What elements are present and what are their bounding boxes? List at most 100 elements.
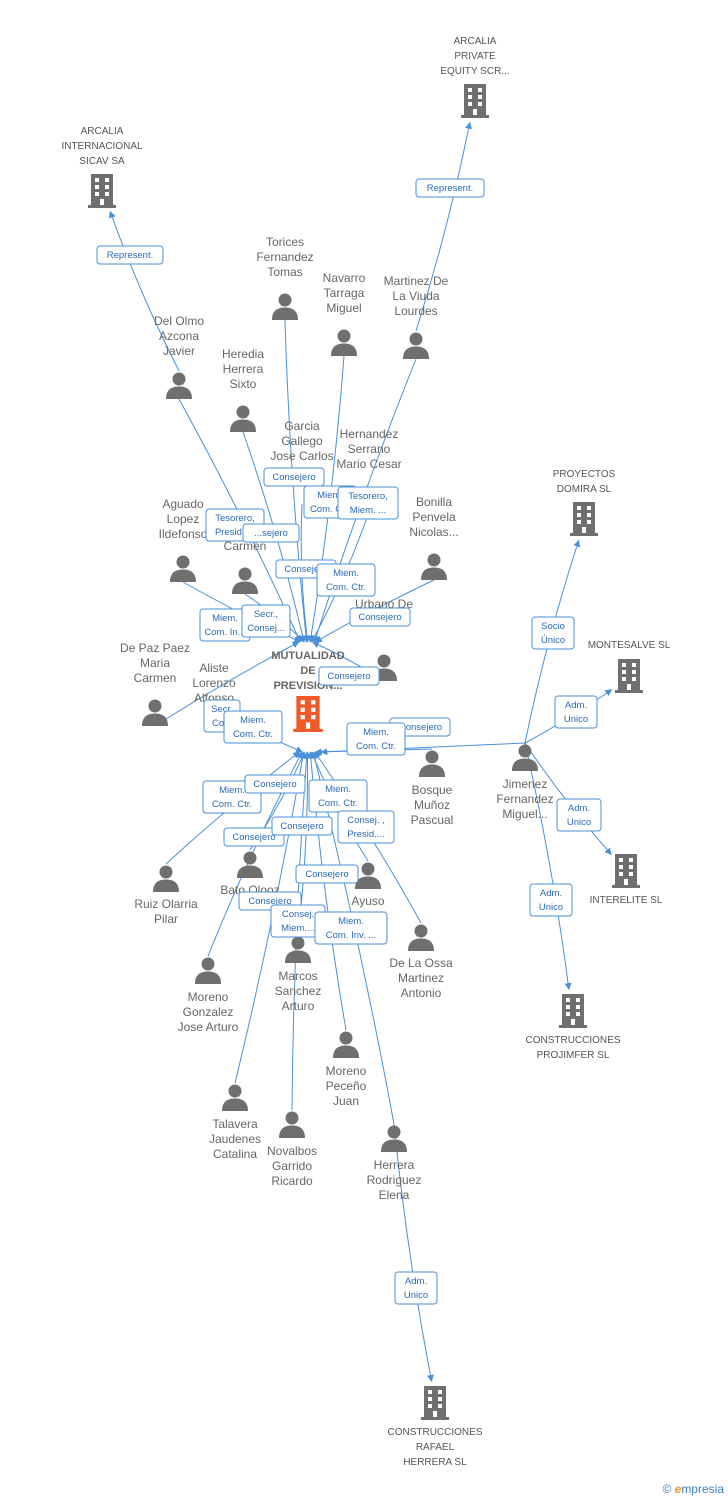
company-node[interactable]: INTERELITE SL — [590, 854, 663, 906]
person-icon — [333, 1031, 359, 1058]
tag-box — [295, 864, 359, 884]
relationship-tag[interactable]: Miem.Com. Inv. ... — [314, 911, 388, 945]
relationship-edge — [393, 1123, 434, 1382]
tag-label: Consej.Miem.... — [281, 909, 315, 934]
person-icon — [142, 699, 168, 726]
relationship-tag[interactable]: Consej. ,Presid.... — [337, 810, 395, 844]
relationship-tag[interactable]: Consejero — [223, 827, 285, 847]
person-node[interactable]: Carmen — [224, 539, 267, 594]
person-icon — [153, 865, 179, 892]
person-icon — [419, 750, 445, 777]
relationship-tag[interactable]: Secr.,Consej... — [241, 604, 291, 638]
company-label: INTERELITE SL — [590, 895, 663, 906]
relationship-tag[interactable]: ...sejero — [242, 523, 300, 543]
person-icon — [285, 936, 311, 963]
tag-label: Miem.Com. In... — [204, 613, 245, 638]
building-icon — [421, 1386, 449, 1420]
tag-box — [241, 604, 291, 638]
tag-box — [223, 710, 283, 744]
building-icon — [570, 502, 598, 536]
relationship-tag[interactable]: Miem.Com. Ctr. — [308, 779, 368, 813]
relationship-tag[interactable]: Consejero — [295, 864, 359, 884]
building-icon — [615, 659, 643, 693]
relationship-tag[interactable]: Consejero — [244, 774, 306, 794]
building-icon — [461, 84, 489, 118]
tag-label: ...onsejero — [398, 722, 442, 733]
tag-label: Miem.Com. Ctr. — [233, 715, 273, 740]
person-icon — [230, 405, 256, 432]
relationship-tag[interactable]: Adm.Unico — [529, 883, 573, 917]
tag-label: Consej. ,Presid.... — [347, 815, 385, 840]
tag-label: Consejero — [358, 612, 401, 623]
relationship-tag[interactable]: Miem.Com. In... — [199, 608, 251, 642]
person-icon — [166, 372, 192, 399]
relationship-tag[interactable]: Represent. — [415, 178, 485, 198]
person-icon — [232, 567, 258, 594]
person-icon — [195, 957, 221, 984]
brand-footer[interactable]: © empresia — [662, 1482, 724, 1496]
relationship-tag[interactable]: Consejero — [263, 467, 325, 487]
tag-box — [554, 695, 598, 729]
tag-label: Adm.Unico — [539, 888, 563, 913]
tag-label: Represent. — [427, 183, 473, 194]
relationship-tag[interactable]: Tesorero,Miem. ... — [337, 486, 399, 520]
relationship-tag[interactable]: Consej.Miem.... — [270, 904, 326, 938]
relationship-tag[interactable]: Miem.Com. Ctr. — [346, 722, 406, 756]
tag-label: Tesorero,Miem. ... — [348, 491, 388, 516]
tag-label: Miem.Com. Ctr. — [356, 727, 396, 752]
relationship-tag[interactable]: Consejero — [349, 607, 411, 627]
relationship-tag[interactable]: Adm.Unico — [556, 798, 602, 832]
relationship-tag[interactable]: Miem.Com. Ctr. — [223, 710, 283, 744]
relationship-tag[interactable]: Adm.Unico — [554, 695, 598, 729]
building-icon — [612, 854, 640, 888]
tag-box — [337, 810, 395, 844]
company-node[interactable]: MONTESALVE SL — [588, 640, 671, 693]
relationship-edge — [524, 742, 572, 991]
relationship-tag[interactable]: Represent. — [96, 245, 164, 265]
tag-box — [556, 798, 602, 832]
person-icon — [512, 744, 538, 771]
tag-label: Adm.Unico — [564, 700, 588, 725]
relationship-tag[interactable]: Adm.Unico — [394, 1271, 438, 1305]
relationship-tag[interactable]: Miem.Com. Ctr. — [316, 563, 376, 597]
copyright-icon: © — [662, 1482, 672, 1496]
relationship-tag[interactable]: Consejero — [318, 666, 380, 686]
tag-label: Adm.Unico — [404, 1276, 428, 1301]
relationship-tag[interactable]: Consejero — [271, 816, 333, 836]
